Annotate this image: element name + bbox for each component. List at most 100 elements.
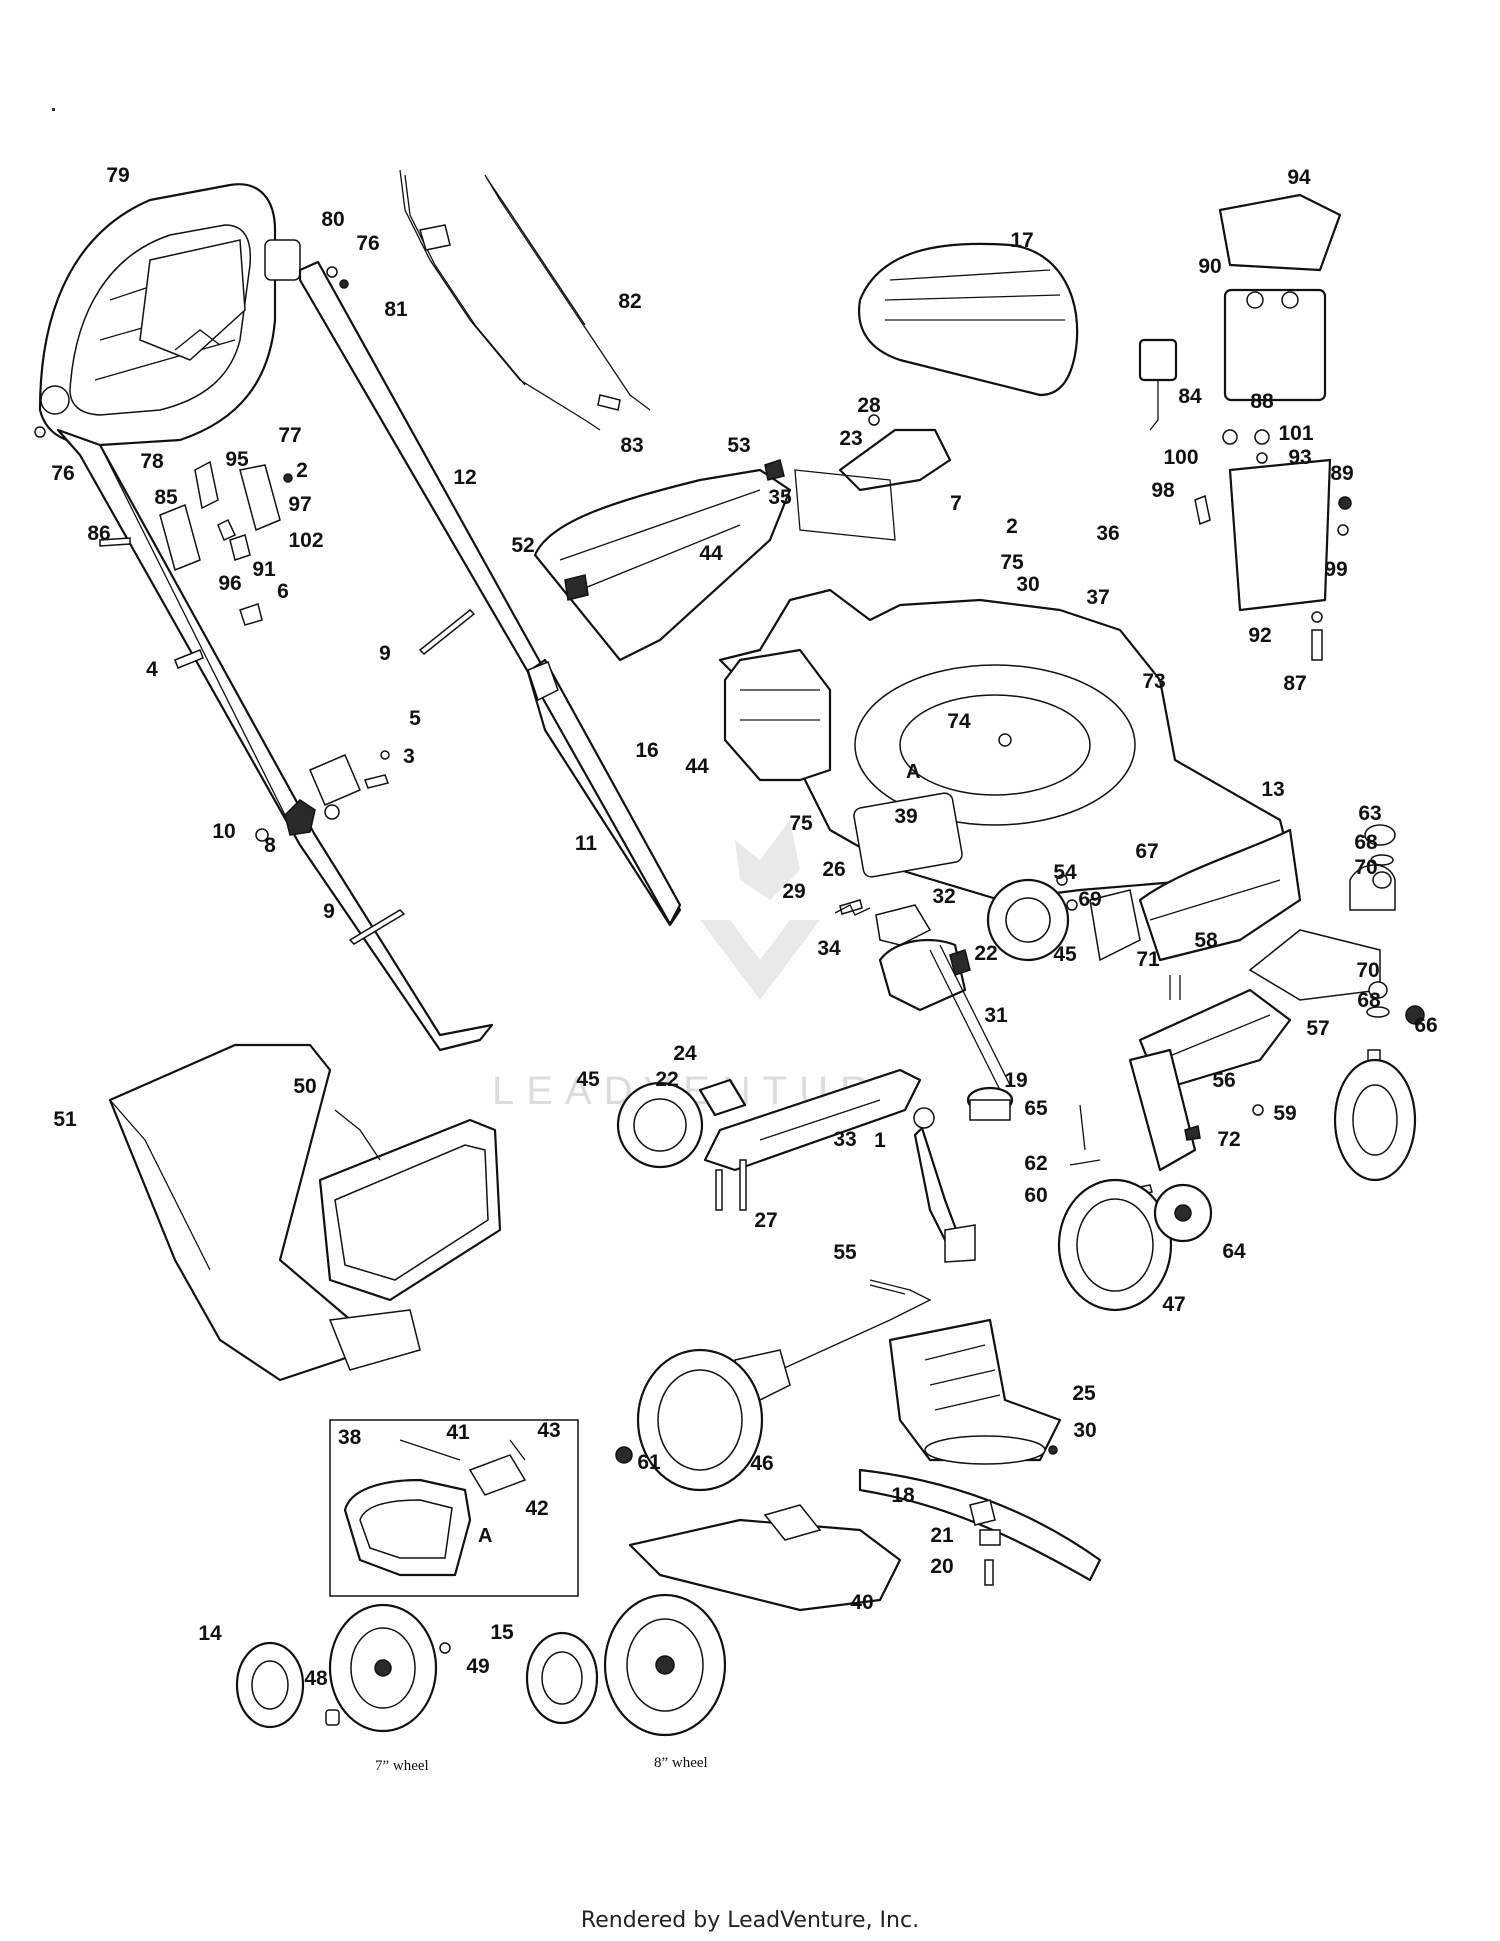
watermark-logo: LEADVENTURE [492, 820, 908, 1113]
callout-94: 94 [1287, 166, 1311, 189]
callout-65: 65 [1024, 1097, 1048, 1120]
callout-73: 73 [1142, 670, 1165, 693]
callout-91: 91 [252, 558, 276, 581]
callout-76: 76 [356, 232, 379, 255]
callout-97: 97 [288, 493, 311, 516]
callout-10: 10 [212, 820, 235, 843]
callout-76: 76 [51, 462, 74, 485]
callout-27: 27 [754, 1209, 777, 1232]
callout-19: 19 [1004, 1069, 1027, 1092]
callout-82: 82 [618, 290, 641, 313]
front-wheel-assembly [1057, 824, 1425, 1312]
callout-100: 100 [1163, 446, 1198, 469]
wheel-caption-8in: 8” wheel [654, 1755, 708, 1771]
callout-95: 95 [225, 448, 249, 471]
callout-24: 24 [673, 1042, 697, 1065]
callout-15: 15 [490, 1621, 514, 1644]
rear-drive-parts [616, 878, 1070, 1211]
callout-41: 41 [446, 1421, 470, 1444]
callout-33: 33 [833, 1128, 856, 1151]
callout-3: 3 [403, 745, 415, 768]
callout-86: 86 [87, 522, 110, 545]
callout-99: 99 [1324, 558, 1347, 581]
callout-26: 26 [822, 858, 845, 881]
callout-96: 96 [218, 572, 241, 595]
ref-mark-a-inset: A [478, 1525, 492, 1547]
stray-dot [52, 108, 55, 111]
callout-22: 22 [655, 1068, 678, 1091]
callout-9: 9 [323, 900, 335, 923]
callout-54: 54 [1053, 861, 1077, 884]
callout-77: 77 [278, 424, 301, 447]
blade-and-adapter [615, 1107, 1102, 1612]
callout-40: 40 [850, 1591, 873, 1614]
deck-cover-17 [857, 242, 1079, 397]
callout-17: 17 [1010, 229, 1033, 252]
callout-57: 57 [1306, 1017, 1329, 1040]
callout-46: 46 [750, 1452, 773, 1475]
callout-58: 58 [1194, 929, 1218, 952]
wheels-row [235, 1593, 727, 1737]
callout-87: 87 [1283, 672, 1306, 695]
callout-37: 37 [1086, 586, 1109, 609]
callout-62: 62 [1024, 1152, 1047, 1175]
callout-72: 72 [1217, 1128, 1240, 1151]
callout-29: 29 [782, 880, 805, 903]
callout-45: 45 [1053, 943, 1077, 966]
callout-85: 85 [154, 486, 178, 509]
callout-5: 5 [409, 707, 421, 730]
battery-group [1138, 193, 1352, 661]
callout-66: 66 [1414, 1014, 1437, 1037]
callout-92: 92 [1248, 624, 1271, 647]
callout-7: 7 [950, 492, 962, 515]
callout-14: 14 [198, 1622, 222, 1645]
inset-box-38 [329, 1419, 579, 1597]
callout-42: 42 [525, 1497, 548, 1520]
callout-21: 21 [930, 1524, 954, 1547]
callout-32: 32 [932, 885, 955, 908]
callout-39: 39 [894, 805, 917, 828]
callout-8: 8 [264, 834, 276, 857]
callout-52: 52 [511, 534, 534, 557]
callout-81: 81 [384, 298, 408, 321]
grass-bag-51 [108, 1043, 502, 1382]
callout-2: 2 [1006, 515, 1018, 538]
callout-55: 55 [833, 1241, 857, 1264]
callout-67: 67 [1135, 840, 1158, 863]
callout-89: 89 [1330, 462, 1353, 485]
callout-48: 48 [304, 1667, 328, 1690]
callout-36: 36 [1096, 522, 1119, 545]
mower-deck-73 [718, 588, 1302, 962]
callout-44: 44 [685, 755, 709, 778]
callout-71: 71 [1136, 948, 1160, 971]
callout-88: 88 [1250, 390, 1274, 413]
wheel-caption-7in: 7” wheel [375, 1758, 429, 1774]
callout-102: 102 [288, 529, 323, 552]
callout-22: 22 [974, 942, 997, 965]
rear-door-assembly [533, 414, 952, 662]
callout-70: 70 [1356, 959, 1379, 982]
callout-23: 23 [839, 427, 862, 450]
callout-83: 83 [620, 434, 643, 457]
callout-4: 4 [146, 658, 158, 681]
callout-28: 28 [857, 394, 881, 417]
callout-80: 80 [321, 208, 344, 231]
ref-mark-a-deck: A [906, 761, 920, 783]
inset-box-label: 38 [338, 1426, 362, 1449]
callout-79: 79 [106, 164, 129, 187]
callout-2: 2 [296, 459, 308, 482]
callout-68: 68 [1357, 989, 1381, 1012]
callout-90: 90 [1198, 255, 1221, 278]
callout-75: 75 [1000, 551, 1024, 574]
callout-30: 30 [1016, 573, 1039, 596]
callout-75: 75 [789, 812, 813, 835]
callout-13: 13 [1261, 778, 1284, 801]
callout-45: 45 [576, 1068, 600, 1091]
callout-1: 1 [874, 1129, 886, 1152]
callout-70: 70 [1354, 856, 1377, 879]
footer-credit: Rendered by LeadVenture, Inc. [580, 1908, 920, 1933]
callout-61: 61 [637, 1451, 661, 1474]
callout-59: 59 [1273, 1102, 1296, 1125]
callout-56: 56 [1212, 1069, 1235, 1092]
